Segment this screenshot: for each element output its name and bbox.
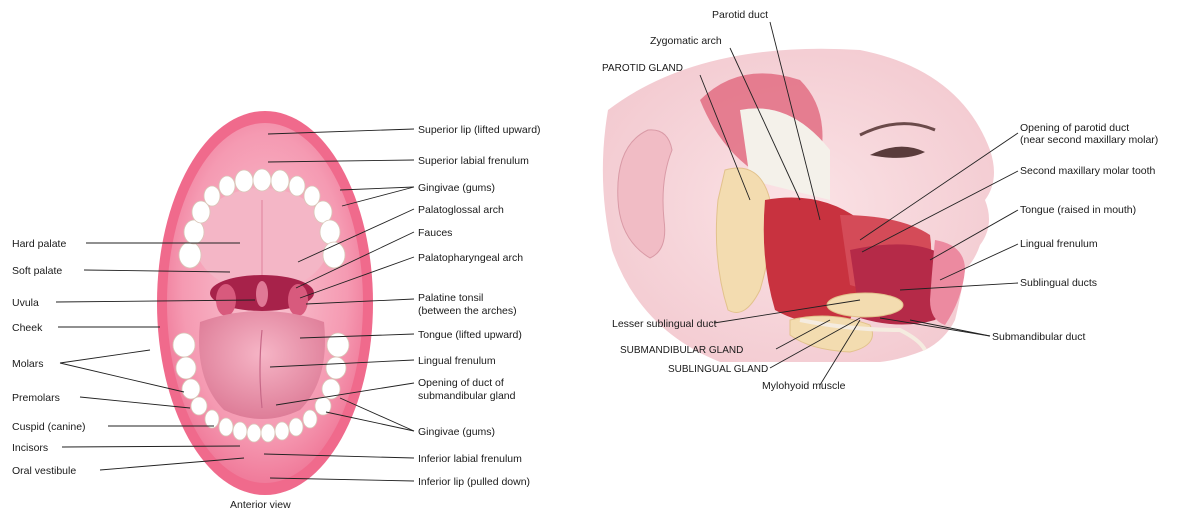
label-second-molar: Second maxillary molar tooth <box>1020 165 1156 177</box>
anterior-view-illustration <box>157 111 373 495</box>
label-sublingual-gland: SUBLINGUAL GLAND <box>668 364 768 375</box>
anterior-right-labels: Superior lip (lifted upward) Superior la… <box>418 124 541 488</box>
label-lateral-lingual-frenulum: Lingual frenulum <box>1020 238 1098 250</box>
label-inferior-labial-frenulum: Inferior labial frenulum <box>418 453 522 465</box>
anterior-left-labels: Hard palate Soft palate Uvula Cheek Mola… <box>12 238 86 477</box>
label-parotid-duct: Parotid duct <box>712 9 768 21</box>
label-superior-labial-frenulum: Superior labial frenulum <box>418 155 529 167</box>
label-tongue-raised: Tongue (raised in mouth) <box>1020 204 1136 216</box>
label-tongue-lifted: Tongue (lifted upward) <box>418 329 522 341</box>
label-hard-palate: Hard palate <box>12 238 66 250</box>
label-duct-gland: submandibular gland <box>418 390 516 402</box>
label-gingivae-upper: Gingivae (gums) <box>418 182 495 194</box>
label-submandibular-gland: SUBMANDIBULAR GLAND <box>620 345 743 356</box>
label-molars: Molars <box>12 358 44 370</box>
label-submandibular-duct: Submandibular duct <box>992 331 1085 343</box>
label-zygomatic-arch: Zygomatic arch <box>650 35 722 47</box>
sublingual-gland-shape <box>827 293 903 317</box>
label-opening-parotid-note: (near second maxillary molar) <box>1020 134 1158 146</box>
label-palatine-tonsil-note: (between the arches) <box>418 305 517 317</box>
label-superior-lip: Superior lip (lifted upward) <box>418 124 541 136</box>
label-palatoglossal-arch: Palatoglossal arch <box>418 204 504 216</box>
label-mylohyoid: Mylohyoid muscle <box>762 380 846 392</box>
label-incisors: Incisors <box>12 442 48 454</box>
label-premolars: Premolars <box>12 392 60 404</box>
label-palatine-tonsil: Palatine tonsil <box>418 292 483 304</box>
label-fauces: Fauces <box>418 227 452 239</box>
label-opening-parotid-duct: Opening of parotid duct <box>1020 122 1129 134</box>
lateral-view-illustration <box>603 49 994 362</box>
label-oral-vestibule: Oral vestibule <box>12 465 76 477</box>
label-lesser-sublingual-duct: Lesser sublingual duct <box>612 318 717 330</box>
label-cuspid: Cuspid (canine) <box>12 421 86 433</box>
label-gingivae-lower: Gingivae (gums) <box>418 426 495 438</box>
label-lingual-frenulum: Lingual frenulum <box>418 355 496 367</box>
label-soft-palate: Soft palate <box>12 265 62 277</box>
uvula-shape <box>256 281 268 307</box>
lips <box>930 240 965 325</box>
label-palatopharyngeal-arch: Palatopharyngeal arch <box>418 252 523 264</box>
anterior-view-caption: Anterior view <box>230 499 291 511</box>
label-sublingual-ducts: Sublingual ducts <box>1020 277 1097 289</box>
label-duct-opening: Opening of duct of <box>418 377 504 389</box>
label-uvula: Uvula <box>12 297 39 309</box>
label-cheek: Cheek <box>12 322 43 334</box>
label-parotid-gland: PAROTID GLAND <box>602 63 683 74</box>
label-inferior-lip: Inferior lip (pulled down) <box>418 476 530 488</box>
